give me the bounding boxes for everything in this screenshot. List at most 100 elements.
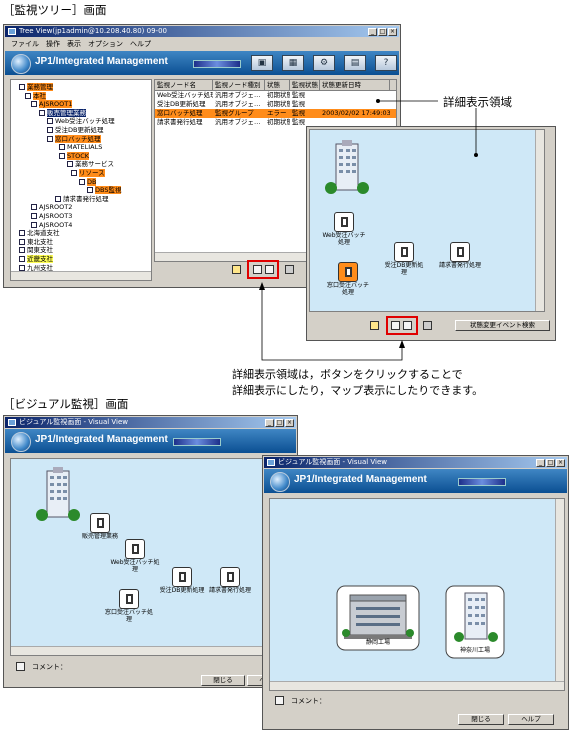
tree-node[interactable]: 窓口バッチ処理 bbox=[47, 134, 101, 143]
tree-node[interactable]: DB bbox=[79, 177, 97, 186]
node-icon bbox=[394, 242, 414, 262]
tree-node-icon bbox=[59, 152, 65, 159]
map-vertical-scrollbar[interactable] bbox=[535, 130, 544, 311]
col-monitor-status[interactable]: 監視状態 bbox=[292, 80, 320, 90]
search-event-icon[interactable] bbox=[423, 321, 432, 330]
minimize-icon[interactable]: _ bbox=[265, 419, 274, 427]
map-node-error[interactable]: 窓口受注バッチ処理 bbox=[326, 262, 370, 296]
tree-node-icon bbox=[47, 135, 53, 142]
tree-node[interactable]: Web受注バッチ処理 bbox=[47, 117, 115, 125]
map-node[interactable]: Web受注バッチ処理 bbox=[320, 212, 368, 246]
table-cell: 請求書発行処理 bbox=[157, 118, 203, 126]
help-button[interactable]: ヘルプ bbox=[508, 714, 554, 725]
tree-node[interactable]: DBS監視 bbox=[87, 186, 122, 195]
node-icon bbox=[338, 262, 358, 282]
visual-horizontal-scrollbar[interactable] bbox=[11, 646, 293, 655]
map-area: Web受注バッチ処理 受注DB更新処理 請求書発行処理 窓口受注バッチ処理 bbox=[309, 129, 545, 312]
tree-node[interactable]: AJSROOT2 bbox=[31, 203, 72, 211]
tree-node[interactable]: MATELIALS bbox=[59, 143, 102, 151]
visual-horizontal-scrollbar[interactable] bbox=[270, 681, 564, 690]
col-status[interactable]: 状態 bbox=[265, 80, 290, 90]
list-view-button[interactable] bbox=[391, 321, 400, 330]
menu-file[interactable]: ファイル bbox=[11, 40, 39, 48]
visual-node[interactable]: 請求書発行処理 bbox=[207, 567, 253, 594]
tree-node[interactable]: 本社 bbox=[25, 91, 46, 100]
tree-node[interactable]: 東北支社 bbox=[19, 238, 53, 246]
comment-icon[interactable] bbox=[275, 696, 284, 705]
visual-node[interactable]: 販売管理業務 bbox=[77, 513, 123, 540]
visual-node[interactable]: 受注DB更新処理 bbox=[159, 567, 205, 594]
menu-view[interactable]: 表示 bbox=[67, 40, 81, 48]
tree-node[interactable]: AJSROOT4 bbox=[31, 221, 72, 229]
tree-node[interactable]: リソース bbox=[71, 169, 105, 177]
visual-window-titlebar: ビジュアル監視画面 - Visual View _ □ × bbox=[264, 457, 567, 468]
tree-node[interactable]: AJSROOT1 bbox=[31, 100, 73, 109]
tree-node[interactable]: 受注DB更新処理 bbox=[47, 126, 103, 134]
tree-node-label: 業務サービス bbox=[75, 160, 114, 169]
close-icon[interactable]: × bbox=[285, 419, 294, 427]
list-view-button[interactable] bbox=[253, 265, 262, 274]
tree-node[interactable]: 業務管理 bbox=[19, 83, 53, 91]
close-button[interactable]: 閉じる bbox=[458, 714, 504, 725]
visual-node[interactable]: Web受注バッチ処理 bbox=[109, 539, 161, 573]
banner-title: JP1/Integrated Management bbox=[294, 474, 427, 485]
tree-node[interactable]: 北海道支社 bbox=[19, 229, 60, 237]
toolbar-button-4[interactable]: ▤ bbox=[344, 55, 366, 71]
tree-node[interactable]: 関東支社 bbox=[19, 246, 53, 254]
close-button[interactable]: 閉じる bbox=[201, 675, 245, 686]
map-node[interactable]: 請求書発行処理 bbox=[435, 242, 485, 269]
col-node-type[interactable]: 監視ノード種別 bbox=[213, 80, 265, 90]
menu-operation[interactable]: 操作 bbox=[46, 40, 60, 48]
tree-node[interactable]: AJSROOT3 bbox=[31, 212, 72, 220]
comment-icon[interactable] bbox=[16, 662, 25, 671]
close-icon[interactable]: × bbox=[388, 28, 397, 36]
detail-view-icon[interactable] bbox=[370, 321, 379, 330]
minimize-icon[interactable]: _ bbox=[368, 28, 377, 36]
table-cell: 初期状態 bbox=[267, 118, 290, 126]
visual-screen-caption: ［ビジュアル監視］画面 bbox=[3, 397, 129, 411]
col-updated[interactable]: 状態更新日時 bbox=[320, 80, 390, 90]
maximize-icon[interactable]: □ bbox=[378, 28, 387, 36]
search-status-event-button[interactable]: 状態変更イベント検索 bbox=[455, 320, 550, 331]
factory-node[interactable]: 静岡工場 bbox=[336, 585, 420, 651]
search-event-icon[interactable] bbox=[285, 265, 294, 274]
tree-node-icon bbox=[25, 92, 31, 99]
map-view-button[interactable] bbox=[265, 265, 274, 274]
visual-window-title: ビジュアル監視画面 - Visual View bbox=[278, 458, 388, 466]
map-view-button[interactable] bbox=[403, 321, 412, 330]
table-cell: 監視グループ bbox=[215, 109, 254, 117]
map-node[interactable]: 受注DB更新処理 bbox=[382, 242, 426, 276]
menu-bar: ファイル 操作 表示 オプション ヘルプ bbox=[5, 38, 399, 50]
visual-node[interactable]: 窓口受注バッチ処理 bbox=[105, 589, 153, 623]
node-icon bbox=[220, 567, 240, 587]
tree-node[interactable]: STOCK bbox=[59, 151, 90, 160]
tree-node[interactable]: 請求書発行処理 bbox=[55, 195, 109, 203]
menu-options[interactable]: オプション bbox=[88, 40, 123, 48]
maximize-icon[interactable]: □ bbox=[546, 459, 555, 467]
help-icon[interactable]: ? bbox=[375, 55, 397, 71]
factory-node[interactable]: 神奈川工場 bbox=[445, 585, 505, 659]
minimize-icon[interactable]: _ bbox=[536, 459, 545, 467]
tree-node-label: DB bbox=[87, 177, 97, 186]
list-scrollbar[interactable] bbox=[155, 252, 396, 261]
tree-node[interactable]: 九州支社 bbox=[19, 264, 53, 272]
menu-help[interactable]: ヘルプ bbox=[130, 40, 151, 48]
tree-node[interactable]: 近畿支社 bbox=[19, 255, 53, 263]
toolbar-button-1[interactable]: ▣ bbox=[251, 55, 273, 71]
tree-node-label: 本社 bbox=[33, 91, 46, 100]
detail-view-icon[interactable] bbox=[232, 265, 241, 274]
tree-node[interactable]: 業務サービス bbox=[67, 160, 114, 168]
tree-scrollbar[interactable] bbox=[11, 271, 151, 280]
visual-vertical-scrollbar[interactable] bbox=[555, 499, 564, 681]
maximize-icon[interactable]: □ bbox=[275, 419, 284, 427]
col-node-name[interactable]: 監視ノード名 bbox=[155, 80, 213, 90]
comment-label: コメント： bbox=[32, 663, 67, 671]
tree-node[interactable]: 販売管理業務 bbox=[39, 108, 86, 117]
toolbar-button-2[interactable]: ▦ bbox=[282, 55, 304, 71]
close-icon[interactable]: × bbox=[556, 459, 565, 467]
toolbar-button-3[interactable]: ⚙ bbox=[313, 55, 335, 71]
